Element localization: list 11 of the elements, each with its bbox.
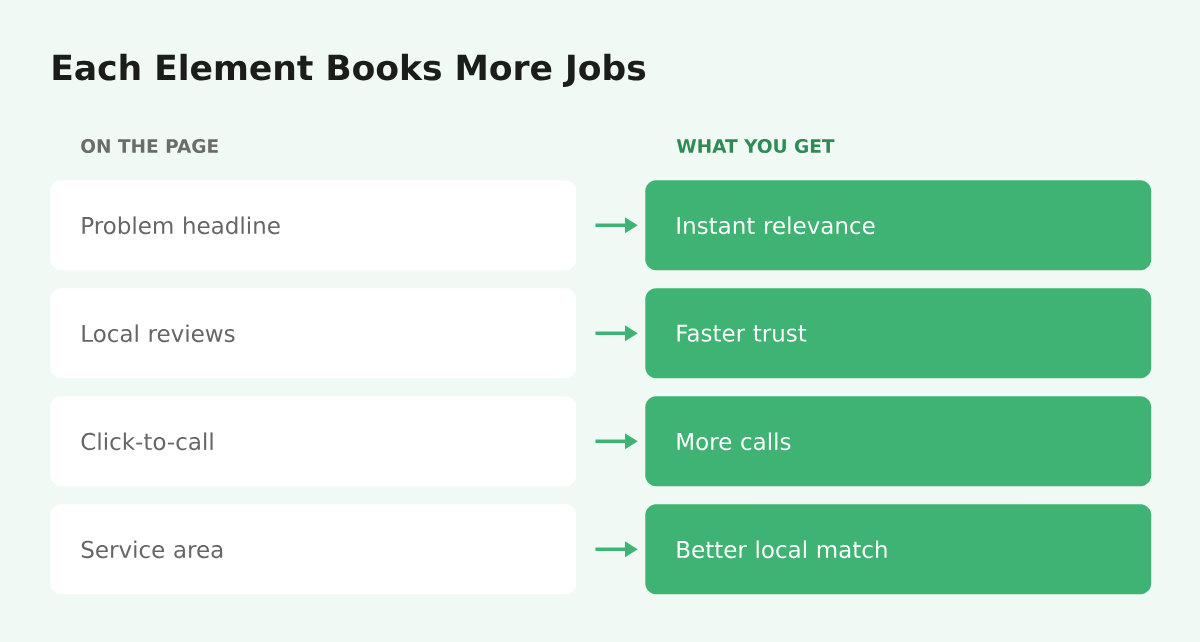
result-box: Better local match — [645, 504, 1152, 595]
title: Each Element Books More Jobs — [53, 53, 646, 87]
column-header: ON THE PAGE — [81, 139, 218, 153]
column-header: WHAT YOU GET — [676, 139, 835, 153]
element-box: Local reviews — [50, 288, 577, 379]
result-box: Instant relevance — [645, 180, 1152, 271]
result-box: Faster trust — [645, 288, 1152, 379]
element-box: Problem headline — [50, 180, 577, 271]
element-box: Click-to-call — [50, 396, 577, 487]
result-box: More calls — [645, 396, 1152, 487]
element-box: Service area — [50, 504, 577, 595]
